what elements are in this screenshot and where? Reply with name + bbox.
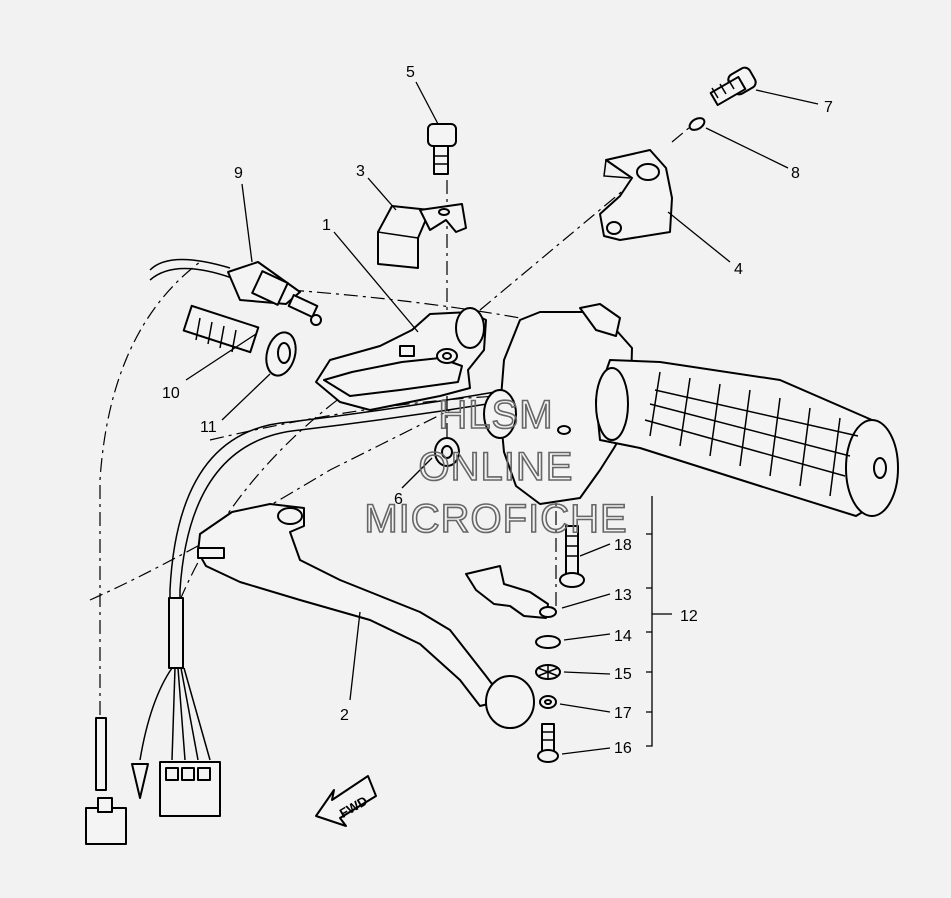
watermark-line-2: ONLINE bbox=[419, 445, 574, 489]
callout-4: 4 bbox=[734, 261, 743, 278]
bolt-5 bbox=[427, 123, 457, 175]
watermark: HLSM ONLINE MICROFICHE bbox=[364, 392, 628, 542]
lock-washer-15 bbox=[535, 664, 561, 680]
callout-16: 16 bbox=[614, 740, 632, 757]
callout-17: 17 bbox=[614, 705, 632, 722]
callout-14: 14 bbox=[614, 628, 632, 645]
callout-11: 11 bbox=[200, 419, 217, 436]
switch-bracket-13 bbox=[465, 565, 557, 619]
callout-1: 1 bbox=[322, 217, 331, 234]
collar-6 bbox=[434, 437, 460, 467]
callout-8: 8 bbox=[791, 165, 800, 182]
callout-numbers: 1 2 3 4 5 6 7 8 9 10 11 12 13 14 15 16 1… bbox=[162, 64, 833, 757]
callout-5: 5 bbox=[406, 64, 415, 81]
washer-14 bbox=[535, 635, 561, 649]
callout-7: 7 bbox=[824, 99, 833, 116]
handlebar-grip bbox=[595, 359, 899, 517]
callout-12: 12 bbox=[680, 608, 698, 625]
watermark-line-3: MICROFICHE bbox=[364, 497, 627, 541]
watermark-line-1: HLSM bbox=[438, 393, 553, 437]
leader-lines bbox=[185, 81, 819, 755]
cable-clamp bbox=[377, 203, 467, 269]
washer-8 bbox=[688, 117, 706, 131]
starter-lever bbox=[197, 503, 535, 729]
wire-harness bbox=[85, 391, 501, 845]
lever-holder bbox=[315, 307, 487, 411]
switch-housing bbox=[483, 303, 633, 505]
callout-13: 13 bbox=[614, 587, 632, 604]
callout-9: 9 bbox=[234, 165, 243, 182]
fwd-arrow-marker: FWD bbox=[315, 775, 377, 827]
screw-16 bbox=[537, 723, 559, 763]
callout-3: 3 bbox=[356, 163, 365, 180]
bolt-18 bbox=[559, 525, 585, 588]
clutch-cable bbox=[149, 258, 322, 326]
locknut bbox=[265, 331, 297, 377]
assembly-lines bbox=[89, 121, 697, 715]
callout-6: 6 bbox=[394, 491, 403, 508]
adjuster-bolt bbox=[182, 304, 260, 354]
callout-15: 15 bbox=[614, 666, 632, 683]
callout-18: 18 bbox=[614, 537, 632, 554]
handle-clamp bbox=[599, 149, 673, 241]
callout-10: 10 bbox=[162, 385, 180, 402]
screw-7 bbox=[709, 66, 757, 107]
clip-17 bbox=[539, 695, 557, 709]
callout-2: 2 bbox=[340, 707, 349, 724]
